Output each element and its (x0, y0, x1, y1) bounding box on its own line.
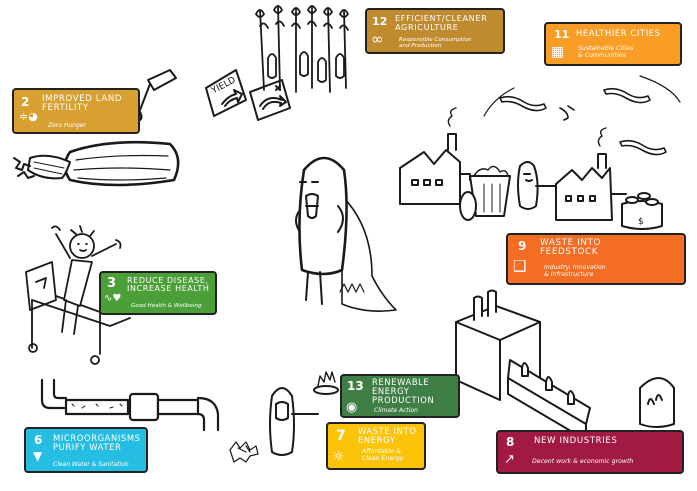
yield-sign-icon: YIELD (205, 69, 247, 117)
potato-worker-icon (517, 161, 561, 210)
bowl-icon: ≑◕ (19, 110, 38, 123)
factory-left-icon (399, 107, 471, 205)
sdg-subtitle: Affordable & Clean Energy (362, 448, 404, 462)
water-glass-icon: ▼ (33, 449, 43, 463)
wheat-crops-icon (255, 5, 349, 93)
sdg-number: 7 (336, 428, 346, 444)
sdg-title: WASTE INTO ENERGY (358, 426, 417, 445)
sdg-title: IMPROVED LAND FERTILITY (42, 94, 123, 114)
water-pipe-icon (40, 378, 220, 432)
sdg-number: 3 (107, 276, 117, 291)
sdg7-label: 7 ☼ WASTE INTO ENERGY Affordable & Clean… (326, 422, 426, 470)
conveyor-factory-icon (455, 289, 591, 441)
sdg-title: NEW INDUSTRIES (534, 436, 618, 446)
sdg9-label: 9 ❑ WASTE INTO FEEDSTOCK Industry, Innov… (506, 233, 686, 285)
buildings-icon: ▦ (551, 44, 565, 60)
eye-globe-icon: ◉ (346, 400, 358, 415)
sdg-title: EFFICIENT/CLEANER AGRICULTURE (395, 13, 488, 32)
potato-hero-mascot-icon (295, 156, 397, 312)
sdg12-label: 12 ∞ EFFICIENT/CLEANER AGRICULTURE Respo… (365, 8, 505, 54)
sdg-subtitle: Good Health & Wellbeing (131, 303, 202, 309)
shredded-waste-icon (229, 441, 259, 463)
sdg-number: 13 (347, 379, 364, 393)
flying-bacon-icon (483, 75, 681, 156)
trash-can-icon (459, 165, 511, 221)
sdg-title: REDUCE DISEASE, INCREASE HEALTH (127, 276, 210, 294)
sdg-subtitle: Decent work & economic growth (532, 458, 634, 465)
sdg-subtitle: Industry, Innovation & Infrastructure (544, 264, 606, 278)
sdg3-label: 3 ∿♥ REDUCE DISEASE, INCREASE HEALTH Goo… (99, 271, 217, 315)
sdg-number: 6 (34, 433, 43, 447)
sdg-number: 11 (554, 28, 570, 41)
potato-eater-icon (269, 371, 339, 456)
infinity-icon: ∞ (371, 30, 384, 48)
sdg-number: 2 (21, 95, 30, 109)
sdg11-label: 11 ▦ HEALTHIER CITIES Sustainable Cities… (544, 22, 682, 66)
sdg-subtitle: Climate Action (374, 407, 418, 414)
sdg-subtitle: Zero Hunger (48, 122, 86, 129)
harvest-sign-icon (249, 79, 291, 121)
cubes-icon: ❑ (513, 257, 527, 275)
sdg-subtitle: Responsible Consumption and Production (399, 37, 472, 49)
sdg-title: HEALTHIER CITIES (576, 28, 661, 38)
factory-right-icon (555, 127, 627, 221)
sdg-number: 9 (518, 239, 527, 253)
sdg-subtitle: Clean Water & Sanitation (53, 461, 129, 468)
sdg-title: MICROORGANISMS PURIFY WATER (53, 433, 141, 452)
sdg8-label: 8 ↗ NEW INDUSTRIES Decent work & economi… (496, 430, 684, 474)
sdg-number: 8 (506, 435, 515, 449)
sun-power-icon: ☼ (332, 449, 345, 465)
sdg-title: RENEWABLE ENERGY PRODUCTION (372, 377, 435, 405)
hospital-bed-patient-icon (25, 225, 131, 365)
potato-basket-icon (639, 377, 675, 428)
sdg2-label: 2 ≑◕ IMPROVED LAND FERTILITY Zero Hunger (12, 88, 140, 134)
svg-text:$: $ (638, 217, 644, 227)
pipette-icon (137, 69, 177, 121)
growth-chart-icon: ↗ (504, 452, 515, 467)
heartbeat-icon: ∿♥ (104, 293, 122, 304)
sdg-title: WASTE INTO FEEDSTOCK (540, 238, 602, 258)
sdg-number: 12 (372, 15, 388, 28)
sdg13-label: 13 ◉ RENEWABLE ENERGY PRODUCTION Climate… (340, 374, 460, 418)
money-bag-icon: $ (621, 192, 663, 230)
sdg-subtitle: Sustainable Cities & Communities (578, 45, 634, 59)
watermelon-icon (13, 140, 180, 187)
sdg6-label: 6 ▼ MICROORGANISMS PURIFY WATER Clean Wa… (24, 427, 148, 473)
